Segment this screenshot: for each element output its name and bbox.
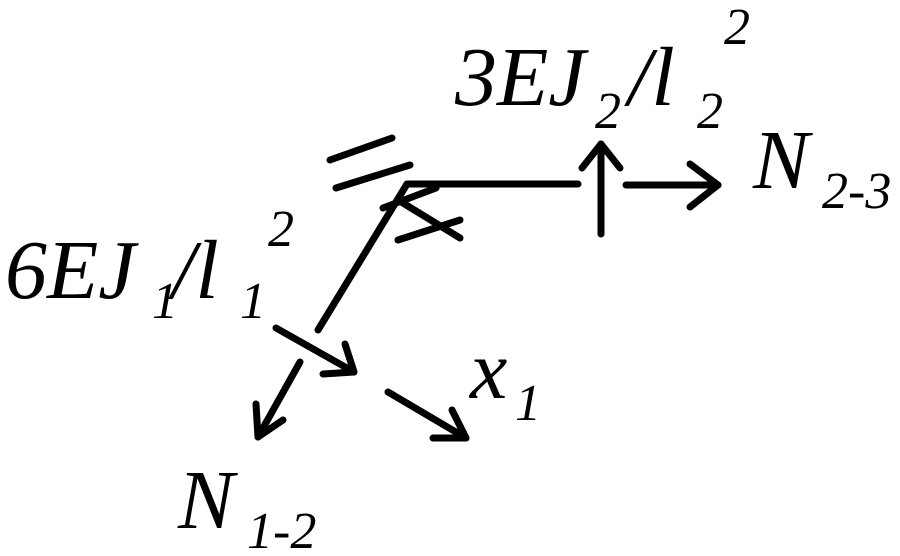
- n12-force-arrow: [252, 358, 304, 441]
- left-moment-prefix: 6EJ: [5, 224, 139, 317]
- top-moment-sub1: 2: [595, 83, 621, 140]
- left-moment-sub1: 1: [152, 273, 178, 330]
- x1-sub: 1: [515, 375, 541, 432]
- n23-force-arrow: [622, 160, 722, 211]
- top-moment-sup: 2: [724, 0, 750, 56]
- n12-sub: 1-2: [247, 503, 316, 556]
- hatch-line-5: [394, 196, 464, 242]
- top-moment-prefix: 3EJ: [454, 31, 589, 124]
- n23-base: N: [752, 114, 813, 207]
- vertical-force-arrow: [578, 140, 624, 238]
- left-moment-sub2: 1: [240, 273, 266, 330]
- label-n23: N 2-3: [752, 114, 891, 220]
- top-moment-slash: /l: [624, 31, 675, 124]
- hatch-line-2: [332, 161, 414, 192]
- n23-sub: 2-3: [822, 163, 891, 220]
- label-n12: N 1-2: [177, 454, 316, 556]
- x1-arrow: [384, 388, 470, 442]
- label-top-moment: 3EJ 2 /l 2 2: [454, 0, 750, 140]
- left-moment-sup: 2: [268, 201, 294, 258]
- inclined-member: [314, 180, 411, 334]
- left-moment-slash: /l: [168, 224, 219, 317]
- fixed-support-hatching: [326, 134, 464, 244]
- label-left-moment: 6EJ 1 /l 1 2: [5, 201, 294, 330]
- hatch-line-1: [326, 134, 396, 164]
- label-x1: x 1: [468, 324, 541, 432]
- n12-base: N: [177, 454, 238, 547]
- shear-force-arrow: [272, 324, 358, 378]
- top-moment-sub2: 2: [697, 83, 723, 140]
- x1-base: x: [468, 324, 507, 417]
- hatch-line-4: [394, 216, 464, 244]
